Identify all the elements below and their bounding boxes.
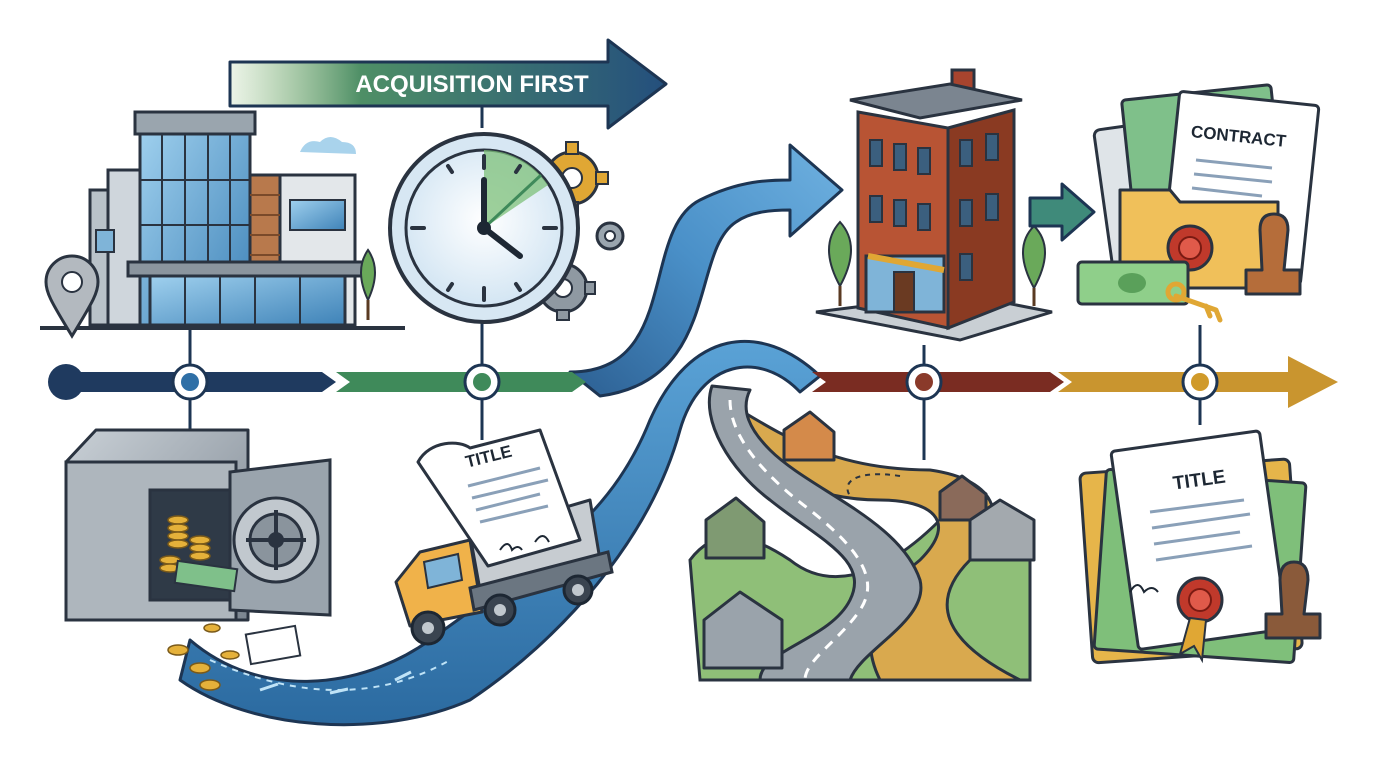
- location-pin-icon: [44, 254, 100, 339]
- vault-icon: [64, 428, 332, 691]
- timeline-start-dot: [48, 364, 84, 400]
- timeline-node-1: [171, 363, 209, 401]
- timeline-node-3: [905, 363, 943, 401]
- timeline-node-4: [1181, 363, 1219, 401]
- timeline-segment-2: [336, 372, 586, 392]
- acquisition-first-banner: ACQUISITION FIRST: [228, 38, 668, 130]
- brick-building-icon: [815, 68, 1053, 342]
- road-icon: [688, 384, 1036, 682]
- timeline: [48, 106, 1338, 460]
- banner-label: ACQUISITION FIRST: [355, 71, 589, 98]
- next-step-arrow-icon: [1028, 182, 1096, 242]
- title-stack-icon: TITLE: [1078, 429, 1322, 665]
- office-building-icon: [40, 110, 405, 330]
- clock-icon: [388, 132, 580, 324]
- gear-icon: [595, 221, 625, 251]
- contract-folder-icon: CONTRACT: [1076, 83, 1321, 323]
- timeline-node-2: [463, 363, 501, 401]
- truck-icon: TITLE: [394, 428, 614, 646]
